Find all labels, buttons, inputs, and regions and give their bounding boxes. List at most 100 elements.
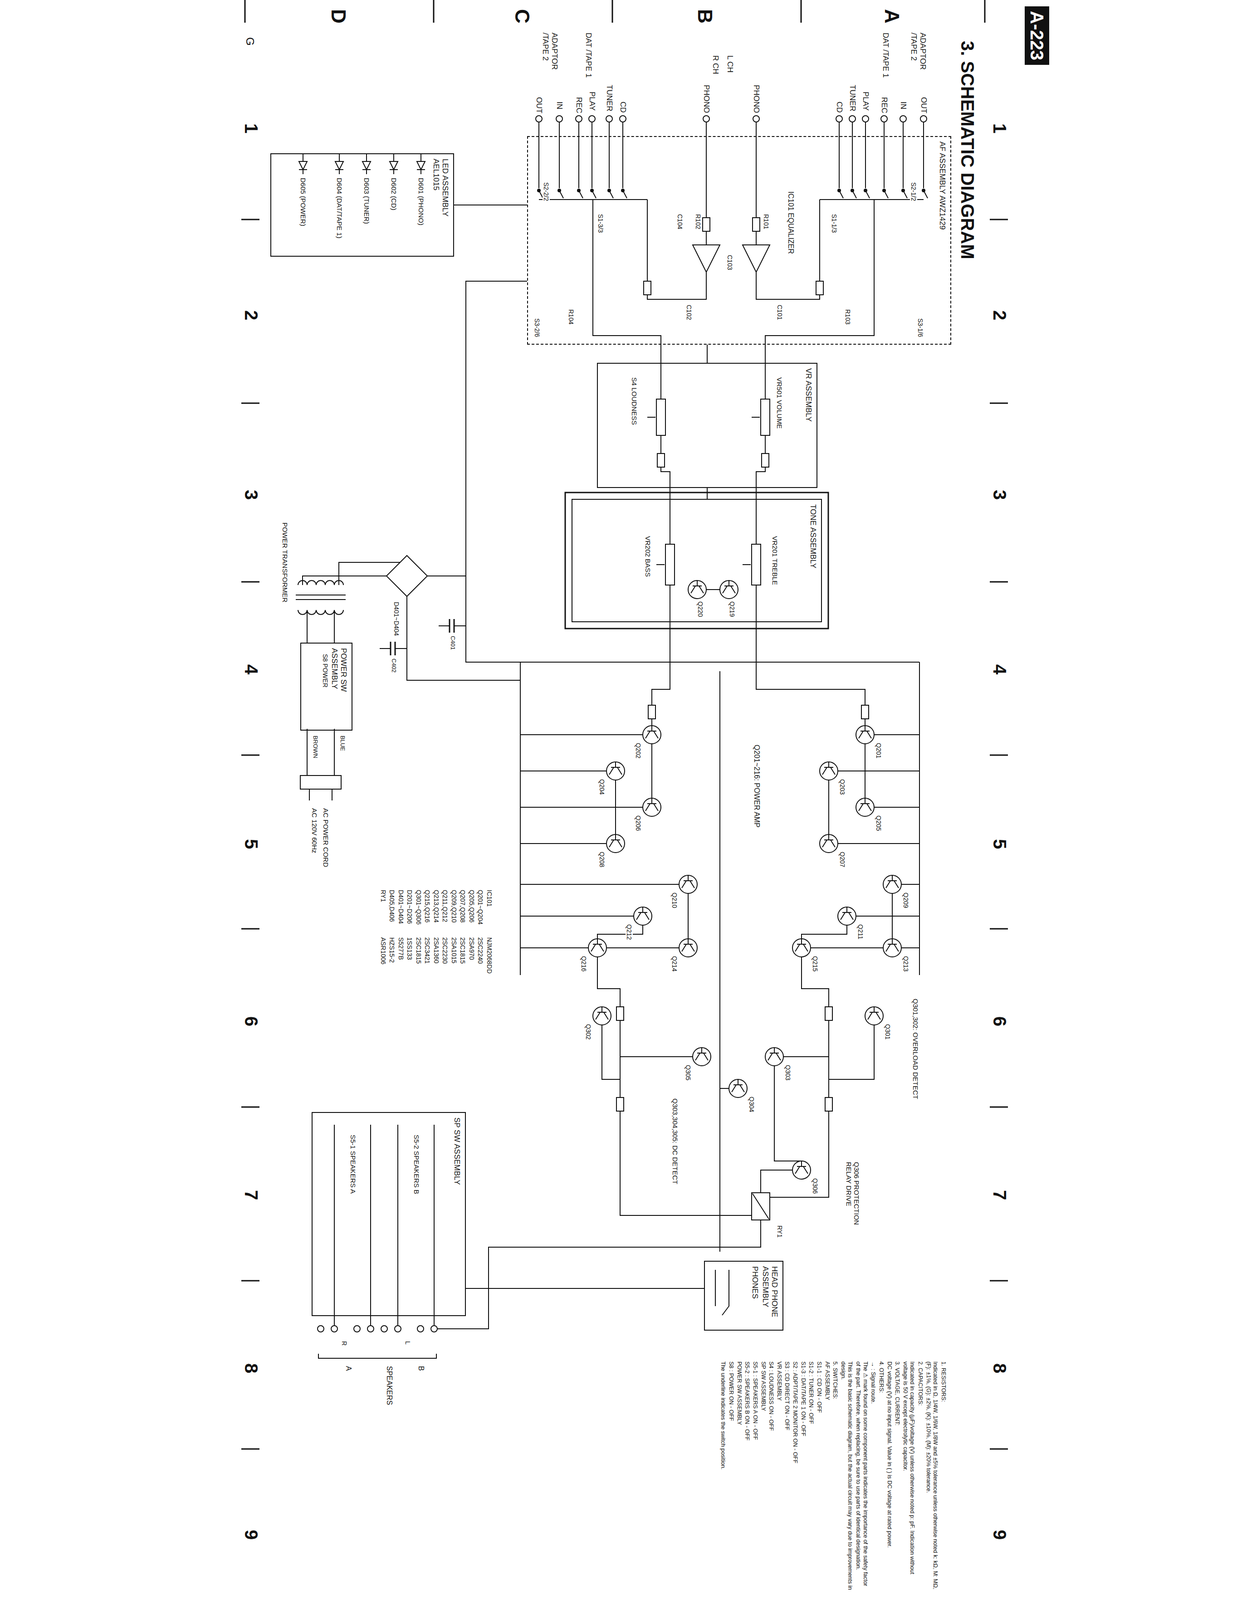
- grid-reference: 1: [989, 122, 1011, 135]
- switch-contact: [901, 188, 905, 193]
- table-cell: D201~D206: [405, 889, 414, 926]
- grid-reference: 6: [989, 1015, 1011, 1028]
- wire: [828, 1025, 875, 1080]
- part-label: Q212: [625, 923, 633, 941]
- transistor-symbol: [765, 1047, 784, 1066]
- grid-reference: 8: [240, 1362, 262, 1375]
- transistor-symbol: [609, 834, 622, 848]
- wire: [306, 610, 308, 643]
- transistor-symbol: [883, 938, 902, 958]
- note-line: This is the basic schematic diagram, but…: [839, 1360, 854, 1593]
- input-jack: [849, 115, 856, 123]
- wire: [620, 1056, 693, 1058]
- assembly-name: AF ASSEMBLY AWZ1429: [937, 140, 947, 231]
- assembly-box: LED ASSEMBLY AEL1015: [270, 153, 455, 257]
- part-label: Q301,302: OVERLOAD DETECT: [911, 997, 920, 1101]
- wire: [520, 770, 607, 772]
- wire: [765, 199, 875, 400]
- grid-tick: [984, 0, 986, 23]
- input-jack: [703, 115, 710, 123]
- transistor-symbol: [642, 725, 661, 744]
- note-line: S5-1 : SPEAKERS A ON - OFF: [751, 1360, 759, 1593]
- resistor-symbol: [648, 705, 656, 719]
- part-label: Q302: [584, 1023, 592, 1041]
- transistor-symbol: [883, 875, 902, 894]
- part-label: L: [404, 1340, 412, 1346]
- part-label: OUT: [534, 96, 544, 115]
- table-cell: Q213,Q214: [432, 889, 441, 926]
- input-jack: [588, 115, 596, 123]
- note-line: 4. OTHERS:: [877, 1360, 885, 1593]
- wire: [597, 925, 643, 939]
- part-label: S3-1/6: [916, 317, 925, 338]
- part-label: Q205: [875, 814, 883, 832]
- wire: [705, 589, 721, 591]
- wire: [874, 734, 920, 736]
- parts-table: IC101NJM2068DDQ201~Q2042SC2240Q205,Q2062…: [379, 889, 494, 975]
- connector: [706, 344, 708, 363]
- switch-contact: [850, 188, 855, 193]
- wire: [828, 780, 830, 835]
- transistor-symbol: [883, 875, 902, 894]
- transistor-symbol: [855, 798, 875, 817]
- part-label: PHONO: [701, 83, 711, 114]
- wire: [395, 648, 407, 650]
- capacitor-symbol: [390, 641, 392, 656]
- part-label: D602 (CD): [390, 176, 398, 212]
- wire: [660, 435, 670, 545]
- wire: [865, 122, 866, 189]
- part-label: R104: [567, 308, 575, 326]
- input-jack: [920, 115, 927, 123]
- wire: [783, 1056, 829, 1058]
- part-label: Q306 PROTECTION RELAY DRIVE: [845, 1161, 861, 1241]
- part-label: DAT /TAPE 1: [880, 31, 890, 89]
- notes-block: 1. RESISTORS:Indicated in Ω, 1/4W, 1/6W,…: [718, 1360, 947, 1593]
- wire: [520, 843, 607, 845]
- wire: [819, 199, 924, 201]
- grid-reference: 9: [240, 1529, 262, 1541]
- table-cell: 2SC2240: [476, 936, 485, 975]
- grid-reference: 7: [989, 1189, 1011, 1202]
- grid-reference: 3: [989, 488, 1011, 501]
- wire: [520, 915, 634, 917]
- grid-reference: D: [326, 8, 350, 25]
- part-label: REC: [879, 96, 889, 115]
- part-label: TUNER: [604, 83, 614, 113]
- transistor-symbol: [606, 834, 625, 853]
- transistor-symbol: [633, 907, 652, 926]
- part-label: Q219: [728, 600, 736, 618]
- wire: [751, 416, 760, 418]
- speaker-terminal: [331, 1325, 338, 1333]
- bridge-rectifier: [386, 555, 428, 597]
- part-label: C401: [449, 635, 456, 651]
- transistor-symbol: [855, 725, 875, 744]
- note-line: 1. RESISTORS:: [939, 1360, 947, 1593]
- part-label: G: [243, 36, 257, 47]
- grid-tick: [989, 219, 1008, 221]
- resistor-symbol: [752, 217, 760, 232]
- switch-contact: [882, 188, 886, 193]
- grid-reference: 6: [240, 1015, 262, 1028]
- resistor-symbol: [825, 1097, 833, 1112]
- grid-tick: [989, 1106, 1008, 1109]
- note-line: POWER SW ASSEMBLY: [735, 1360, 743, 1593]
- input-jack: [752, 115, 760, 123]
- assembly-box: HEAD PHONE ASSEMBLYPHONES: [704, 1261, 784, 1331]
- transistor-symbol: [819, 834, 838, 853]
- grid-tick: [241, 402, 260, 405]
- transistor-symbol: [679, 938, 698, 958]
- switch-contact: [863, 188, 868, 193]
- switch-contact: [557, 188, 562, 193]
- wire: [837, 770, 920, 772]
- part-label: S8 POWER: [321, 653, 329, 689]
- wire: [901, 884, 920, 885]
- wire: [591, 122, 593, 189]
- wire: [647, 416, 656, 418]
- transistor-symbol: [595, 1007, 609, 1020]
- part-label: R101: [762, 213, 770, 230]
- switch-contact: [837, 188, 841, 193]
- wire: [427, 281, 528, 577]
- transistor-symbol: [679, 875, 698, 894]
- transistor-symbol: [865, 1007, 884, 1026]
